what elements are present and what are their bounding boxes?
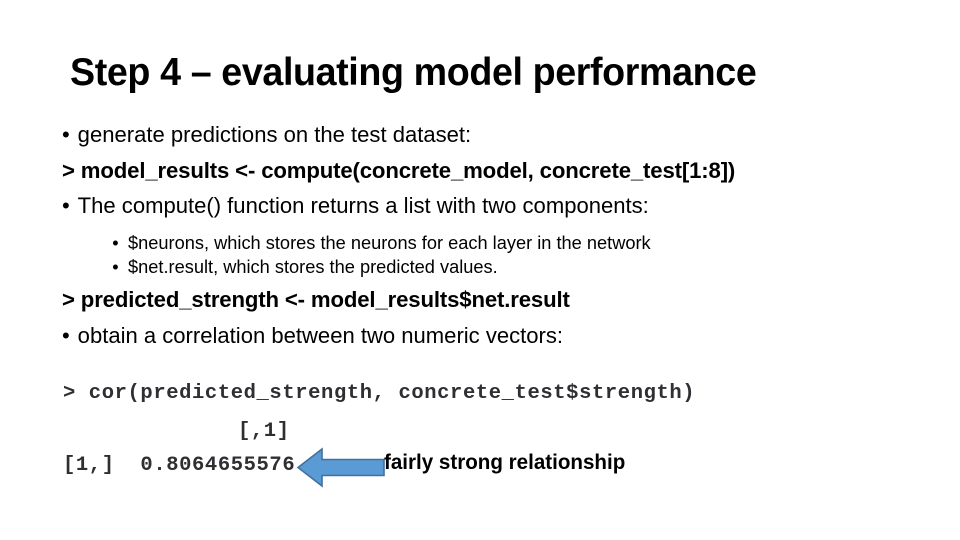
bullet-item-obtain-correlation: • obtain a correlation between two numer… xyxy=(62,322,885,361)
console-column-header: [,1] xyxy=(238,420,290,443)
bullet-marker-icon: • xyxy=(112,255,119,277)
code-line-predicted-strength: > predicted_strength <- model_results$ne… xyxy=(62,287,570,313)
sub-bullet-item-neurons: • $neurons, which stores the neurons for… xyxy=(62,231,889,255)
page-title: Step 4 – evaluating model performance xyxy=(70,51,757,94)
bullet-item-generate-predictions: • generate predictions on the test datas… xyxy=(62,122,885,160)
console-result-line: [1,] 0.8064655576 xyxy=(63,454,296,477)
bullet-marker-icon: • xyxy=(62,193,70,218)
sub-bullet-group: • $neurons, which stores the neurons for… xyxy=(62,231,902,290)
console-command-line: > cor(predicted_strength, concrete_test$… xyxy=(63,382,696,405)
callout-label: fairly strong relationship xyxy=(384,451,626,474)
sub-bullet-text: $net.result, which stores the predicted … xyxy=(127,255,498,277)
console-output-block: > cor(predicted_strength, concrete_test$… xyxy=(63,382,923,487)
left-arrow-icon xyxy=(296,446,386,490)
body-content: • generate predictions on the test datas… xyxy=(62,122,902,361)
sub-bullet-text: $neurons, which stores the neurons for e… xyxy=(127,231,651,253)
bullet-text: The compute() function returns a list wi… xyxy=(77,193,649,218)
bullet-text: generate predictions on the test dataset… xyxy=(77,122,472,147)
bullet-item-compute-returns: • The compute() function returns a list … xyxy=(62,193,885,231)
code-line-model-results: > model_results <- compute(concrete_mode… xyxy=(62,157,736,183)
bullet-marker-icon: • xyxy=(112,231,119,253)
bullet-marker-icon: • xyxy=(62,322,70,348)
sub-bullet-item-net-result: • $net.result, which stores the predicte… xyxy=(62,255,889,279)
bullet-text: obtain a correlation between two numeric… xyxy=(77,322,564,348)
bullet-marker-icon: • xyxy=(62,122,70,147)
